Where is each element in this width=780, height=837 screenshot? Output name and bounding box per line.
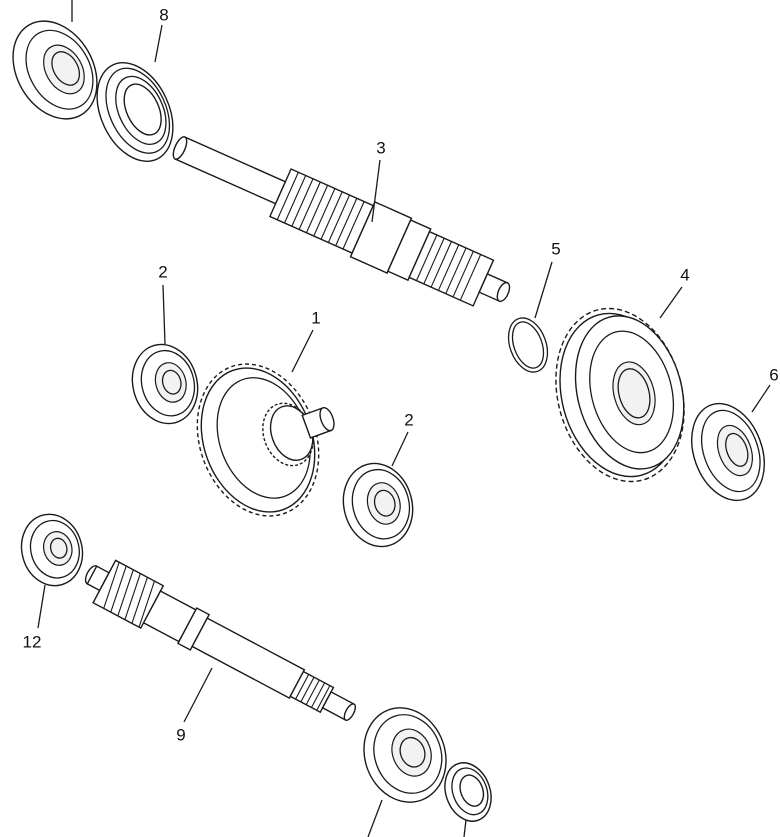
bearing-2-lower	[342, 431, 414, 548]
seal-bottom	[444, 762, 492, 837]
oil-seal-8	[96, 24, 174, 162]
bearing-2-upper	[131, 284, 199, 425]
bearing-top-left	[12, 0, 98, 120]
main-shaft-3	[172, 136, 511, 307]
output-shaft-9	[84, 559, 357, 723]
bearing-6	[691, 384, 771, 502]
circlip-5	[507, 261, 553, 373]
callout-9: 9	[176, 725, 185, 744]
callout-2-upper: 2	[158, 262, 167, 281]
callout-12: 12	[23, 632, 42, 651]
gear-4	[555, 286, 685, 483]
callout-3: 3	[376, 138, 385, 157]
bearing-12	[20, 513, 84, 629]
gear-1	[196, 329, 335, 517]
bearing-bottom	[363, 707, 447, 837]
callout-6: 6	[769, 365, 778, 384]
callout-8: 8	[159, 5, 168, 24]
callout-4: 4	[680, 265, 689, 284]
callout-2-lower: 2	[404, 410, 413, 429]
callout-1: 1	[311, 308, 320, 327]
callout-5: 5	[551, 239, 560, 258]
